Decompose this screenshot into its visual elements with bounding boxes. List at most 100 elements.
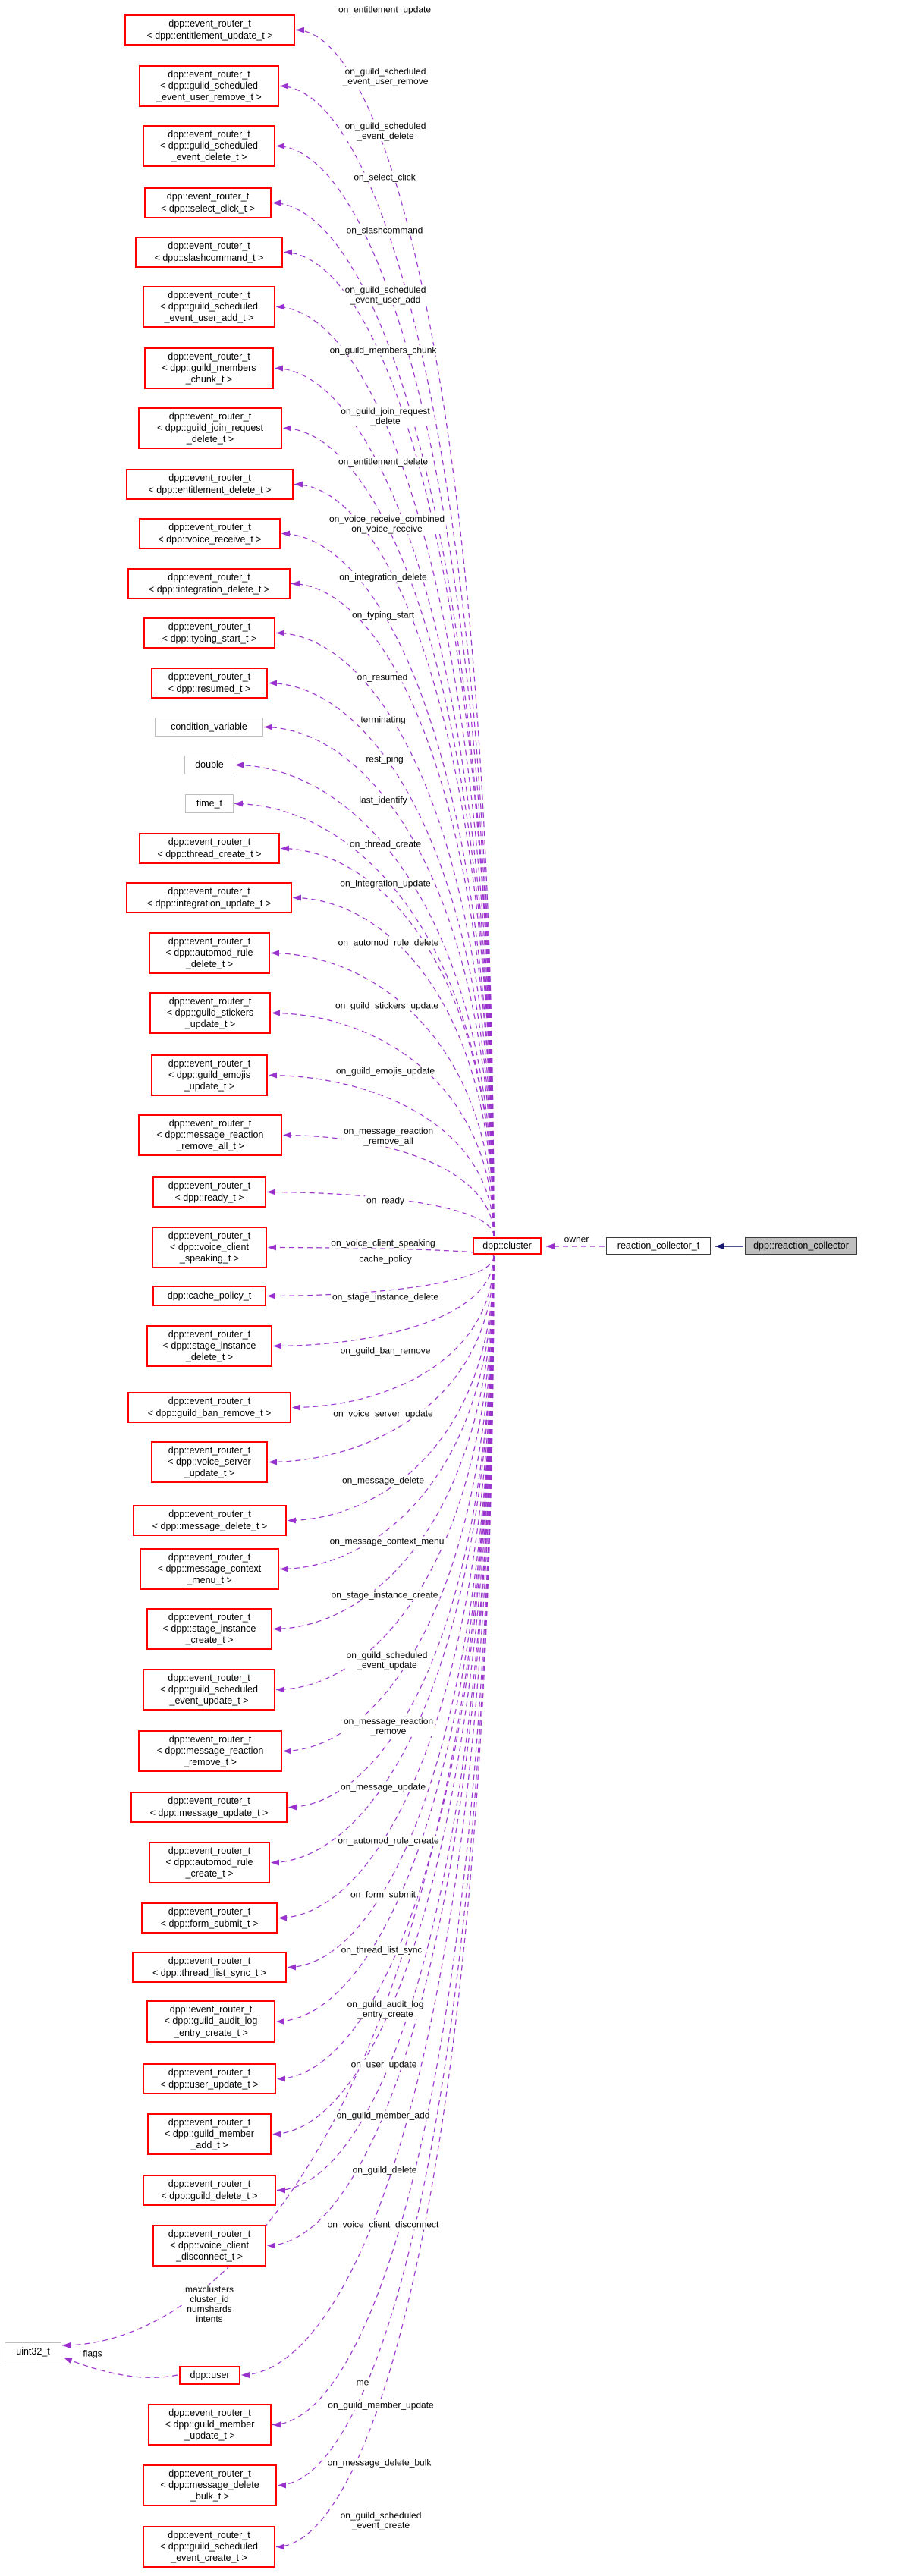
node-time-t: time_t [185,794,234,813]
node-guild-audit-log-entry-create[interactable]: dpp::event_router_t < dpp::guild_audit_l… [146,2000,275,2043]
node-ready[interactable]: dpp::event_router_t < dpp::ready_t > [152,1176,266,1208]
node-gse-user-remove[interactable]: dpp::event_router_t < dpp::guild_schedul… [139,65,279,107]
edge-label-on-guild-members-chunk: on_guild_members_chunk [328,344,438,356]
node-select-click[interactable]: dpp::event_router_t < dpp::select_click_… [144,187,272,218]
edge-label-cache-policy: cache_policy [357,1253,413,1264]
edge-label-on-message-reaction-remove: on_message_reaction _remove [341,1716,435,1736]
edge-label-on-resumed: on_resumed [355,671,410,683]
node-automod-rule-create[interactable]: dpp::event_router_t < dpp::automod_rule … [149,1842,270,1883]
edge-flags-edge [63,2357,178,2378]
edge-fan-thread-create [280,845,495,1237]
edge-label-on-guild-ban-remove: on_guild_ban_remove [338,1345,432,1356]
edge-fan-stage-instance-create [272,1255,495,1632]
node-integration-update[interactable]: dpp::event_router_t < dpp::integration_u… [126,882,292,913]
edge-fan-guild-member-add [272,1255,495,2138]
node-reaction-collector-t[interactable]: reaction_collector_t [606,1237,711,1255]
edge-fan-entitlement-delete [294,481,495,1237]
edge-label-on-stage-instance-delete: on_stage_instance_delete [330,1291,441,1302]
node-message-update[interactable]: dpp::event_router_t < dpp::message_updat… [130,1792,288,1823]
edge-label-on-voice-receive-combined: on_voice_receive_combined on_voice_recei… [327,514,447,534]
node-guild-member-add[interactable]: dpp::event_router_t < dpp::guild_member … [147,2113,272,2155]
edge-label-on-message-delete-bulk: on_message_delete_bulk [325,2457,433,2468]
edge-fan-guild-audit-log-entry-create [275,1255,495,2025]
node-entitlement-update[interactable]: dpp::event_router_t < dpp::entitlement_u… [124,14,295,46]
node-gse-create[interactable]: dpp::event_router_t < dpp::guild_schedul… [143,2526,275,2568]
node-thread-list-sync[interactable]: dpp::event_router_t < dpp::thread_list_s… [132,1952,287,1983]
edge-fan-resumed [268,680,495,1237]
edge-fan-gse-user-remove [279,83,495,1237]
edge-label-on-guild-stickers-update: on_guild_stickers_update [333,1000,441,1011]
edge-label-on-voice-server-update: on_voice_server_update [332,1408,435,1419]
edge-fan-integration-delete [291,580,495,1237]
node-gse-user-add[interactable]: dpp::event_router_t < dpp::guild_schedul… [143,286,275,328]
edge-label-on-guild-member-update: on_guild_member_update [326,2399,435,2411]
node-resumed[interactable]: dpp::event_router_t < dpp::resumed_t > [151,668,268,699]
edge-label-on-stage-instance-create: on_stage_instance_create [329,1589,440,1601]
node-guild-delete[interactable]: dpp::event_router_t < dpp::guild_delete_… [143,2175,276,2206]
edge-fan-condition-variable [263,724,495,1237]
edge-label-on-message-update: on_message_update [338,1781,428,1792]
edge-label-flags: flags [81,2348,104,2359]
edge-fan-ready [266,1189,495,1237]
node-user[interactable]: dpp::user [179,2366,240,2385]
node-stage-instance-delete[interactable]: dpp::event_router_t < dpp::stage_instanc… [146,1325,272,1367]
node-typing-start[interactable]: dpp::event_router_t < dpp::typing_start_… [143,617,275,649]
edge-label-last-identify: last_identify [357,794,409,806]
edge-label-maxclusters-cluster-id-numshards-intents: maxclusters cluster_id numshards intents [183,2284,236,2324]
node-voice-client-disconnect[interactable]: dpp::event_router_t < dpp::voice_client … [152,2225,266,2267]
node-gse-update[interactable]: dpp::event_router_t < dpp::guild_schedul… [143,1669,275,1711]
node-message-delete[interactable]: dpp::event_router_t < dpp::message_delet… [133,1505,287,1536]
node-voice-server-update[interactable]: dpp::event_router_t < dpp::voice_server … [151,1441,268,1483]
edge-label-on-guild-delete: on_guild_delete [350,2164,419,2175]
node-message-delete-bulk[interactable]: dpp::event_router_t < dpp::message_delet… [143,2464,277,2506]
edge-label-on-automod-rule-delete: on_automod_rule_delete [336,937,441,948]
node-slashcommand[interactable]: dpp::event_router_t < dpp::slashcommand_… [135,237,283,268]
edge-label-on-message-reaction-remove-all: on_message_reaction _remove_all [341,1126,435,1146]
node-message-reaction-remove-all[interactable]: dpp::event_router_t < dpp::message_react… [138,1114,282,1156]
node-double: double [184,756,234,774]
node-entitlement-delete[interactable]: dpp::event_router_t < dpp::entitlement_d… [126,469,294,500]
edge-fan-message-update [288,1255,495,1811]
edge-label-on-guild-scheduled-event-create: on_guild_scheduled _event_create [338,2510,423,2530]
node-message-context-menu[interactable]: dpp::event_router_t < dpp::message_conte… [140,1548,279,1590]
node-guild-member-update[interactable]: dpp::event_router_t < dpp::guild_member … [148,2404,272,2446]
node-guild-stickers-update[interactable]: dpp::event_router_t < dpp::guild_sticker… [149,992,271,1034]
node-user-update[interactable]: dpp::event_router_t < dpp::user_update_t… [143,2063,276,2094]
node-integration-delete[interactable]: dpp::event_router_t < dpp::integration_d… [127,568,291,599]
node-form-submit[interactable]: dpp::event_router_t < dpp::form_submit_t… [141,1902,278,1934]
node-automod-rule-delete[interactable]: dpp::event_router_t < dpp::automod_rule … [149,932,270,974]
edge-fan-gse-delete [275,143,495,1237]
edge-fan-message-reaction-remove-all [282,1132,495,1237]
node-guild-ban-remove[interactable]: dpp::event_router_t < dpp::guild_ban_rem… [127,1392,291,1423]
node-stage-instance-create[interactable]: dpp::event_router_t < dpp::stage_instanc… [146,1608,272,1650]
node-voice-client-speaking[interactable]: dpp::event_router_t < dpp::voice_client … [152,1227,267,1268]
node-guild-join-request-delete[interactable]: dpp::event_router_t < dpp::guild_join_re… [138,407,282,449]
edge-label-on-message-context-menu: on_message_context_menu [328,1535,446,1547]
edge-fan-form-submit [278,1255,495,1921]
edge-fan-integration-update [292,894,495,1237]
edge-label-on-message-delete: on_message_delete [340,1475,426,1486]
edge-fan-gse-user-add [275,303,495,1237]
edge-fan-guild-emojis-update [268,1072,495,1237]
node-guild-members-chunk[interactable]: dpp::event_router_t < dpp::guild_members… [144,347,274,389]
node-guild-emojis-update[interactable]: dpp::event_router_t < dpp::guild_emojis … [151,1054,268,1096]
node-uint32-t: uint32_t [5,2342,61,2361]
edge-fan-typing-start [275,630,495,1237]
node-cache-policy[interactable]: dpp::cache_policy_t [152,1286,266,1306]
node-thread-create[interactable]: dpp::event_router_t < dpp::thread_create… [139,833,280,864]
node-gse-delete[interactable]: dpp::event_router_t < dpp::guild_schedul… [143,125,275,167]
edge-label-rest-ping: rest_ping [364,753,405,765]
edge-label-on-automod-rule-create: on_automod_rule_create [336,1835,441,1846]
edge-label-on-ready: on_ready [364,1195,407,1206]
edge-fan-gse-create [275,1255,495,2550]
edge-label-on-entitlement-update: on_entitlement_update [336,4,433,15]
edge-label-on-guild-scheduled-event-user-remove: on_guild_scheduled _event_user_remove [341,66,430,86]
node-message-reaction-remove[interactable]: dpp::event_router_t < dpp::message_react… [138,1730,282,1772]
edge-fan-guild-member-update [272,1255,495,2428]
edge-label-on-thread-create: on_thread_create [347,838,423,850]
node-voice-receive[interactable]: dpp::event_router_t < dpp::voice_receive… [139,518,281,549]
node-cluster[interactable]: dpp::cluster [473,1237,542,1255]
edge-label-on-guild-scheduled-event-delete: on_guild_scheduled _event_delete [343,121,428,141]
